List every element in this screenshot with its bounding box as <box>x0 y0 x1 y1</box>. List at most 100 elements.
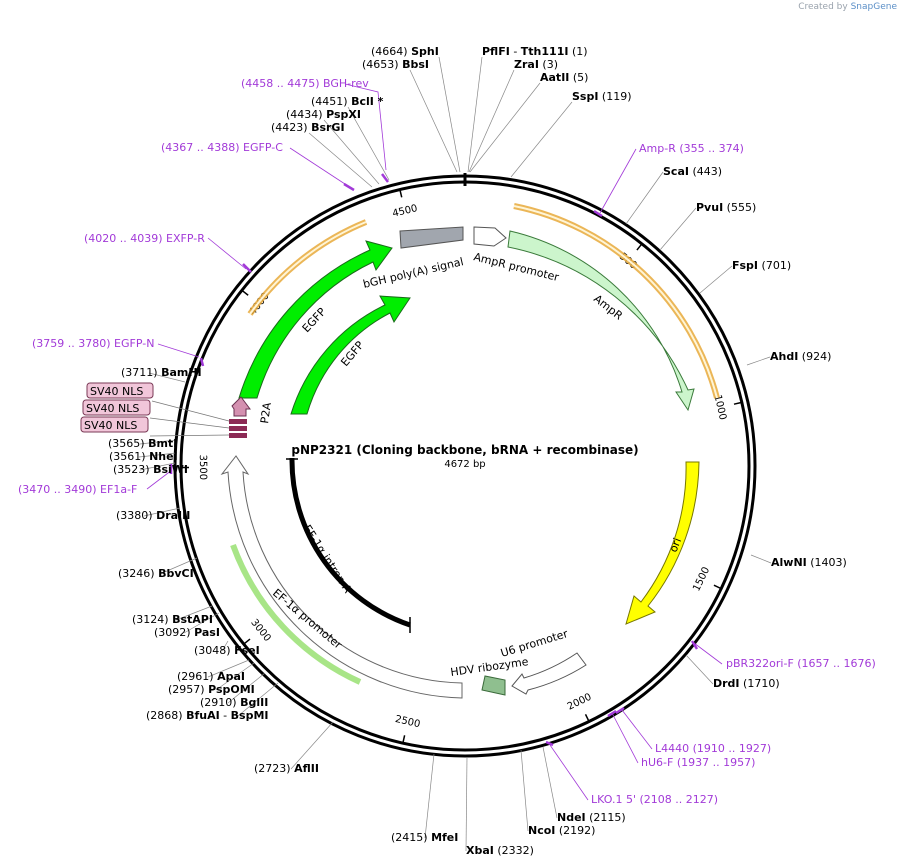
primer-site-lko-1-5 <box>545 740 554 747</box>
nls-label-2: SV40 NLS <box>86 402 139 415</box>
tick-1500 <box>713 584 722 590</box>
ampr-orf-highlight <box>513 203 720 399</box>
enzyme-site-line-pasi <box>183 612 220 634</box>
enzyme-site-scai: ScaI (443) <box>663 165 722 178</box>
enzyme-site-bcli: (4451) BclI * <box>311 95 384 108</box>
primer-leader-hu6-f <box>611 712 639 764</box>
tick-label-4500: 4500 <box>391 203 418 220</box>
enzyme-site-line-bamhi <box>148 372 186 383</box>
primer-exfp-r: (4020 .. 4039) EXFP-R <box>84 232 205 245</box>
enzyme-site-ndei: NdeI (2115) <box>557 811 626 824</box>
enzyme-site-line-bstapi <box>175 605 213 621</box>
plasmid-name: pNP2321 (Cloning backbone, bRNA + recomb… <box>291 443 638 457</box>
egfp-outer-feature <box>238 240 393 399</box>
primer-leader-exfp-r <box>207 237 247 270</box>
enzyme-site-line-pspxi <box>323 119 380 185</box>
ori-feature <box>625 461 700 625</box>
primer-leader-lko-1-5 <box>549 744 589 801</box>
nls-leader-1 <box>151 400 230 422</box>
ampr-orf-core <box>513 205 718 399</box>
enzyme-site-bsiwi: (3523) BsiWI <box>113 463 188 476</box>
enzyme-site-drdi: DrdI (1710) <box>713 677 780 690</box>
bgh-polya-feature <box>399 226 464 249</box>
nls-bar-1 <box>229 419 247 424</box>
nls-leader-3 <box>149 434 230 437</box>
enzyme-site-draiii: (3380) DraIII <box>116 509 190 522</box>
enzyme-site-alwni: AlwNI (1403) <box>771 556 847 569</box>
enzyme-site-line-bfuai <box>237 682 279 717</box>
enzyme-site-aatii: AatII (5) <box>540 71 588 84</box>
enzyme-site-pflfi: PflFI - Tth111I (1) <box>482 45 588 58</box>
p2a-feature <box>231 396 251 417</box>
enzyme-site-line-alwni <box>750 554 772 564</box>
primer-lko-1-5: LKO.1 5' (2108 .. 2127) <box>591 793 718 806</box>
enzyme-site-mfei: (2415) MfeI <box>391 831 458 844</box>
enzyme-site-line-fspi <box>699 265 733 294</box>
primer-site-amp-r <box>593 209 603 218</box>
ef1a-promoter-highlight <box>230 543 362 685</box>
tick-label-1500: 1500 <box>691 565 712 593</box>
tick-1000 <box>733 401 742 405</box>
primer-site-bgh-rev <box>381 173 389 183</box>
enzyme-site-line-pspomi <box>215 662 255 691</box>
enzyme-site-line-bsiwi <box>139 462 176 471</box>
enzyme-site-xbai: XbaI (2332) <box>466 844 534 857</box>
enzyme-site-pspomi: (2957) PspOMI <box>168 683 255 696</box>
egfp-orf-core <box>249 221 367 315</box>
enzyme-site-bbsi: (4653) BbsI <box>362 58 429 71</box>
primer-leader-pbr322ori-f <box>693 642 723 665</box>
ef1a-intron-label: EF-1α intron A <box>300 523 354 596</box>
snapgene-brand: SnapGene <box>850 2 897 12</box>
primer-bgh-rev: (4458 .. 4475) BGH-rev <box>241 77 369 90</box>
nls-box-2 <box>82 399 151 416</box>
enzyme-site-bbvci: (3246) BbvCI <box>118 567 194 580</box>
enzyme-site-pasi: (3092) PasI <box>154 626 220 639</box>
tick-500 <box>636 243 643 251</box>
primer-l4440: L4440 (1910 .. 1927) <box>655 742 771 755</box>
snapgene-credit: Created by SnapGene <box>798 2 897 12</box>
enzyme-site-line-sspi <box>510 101 573 178</box>
primer-egfp-n: (3759 .. 3780) EGFP-N <box>32 337 154 350</box>
enzyme-site-line-fsei <box>221 640 229 652</box>
enzyme-site-line-aflii <box>290 721 334 770</box>
enzyme-site-line-nhei <box>138 452 177 458</box>
tick-label-3500: 3500 <box>197 455 208 481</box>
primer-site-pbr322ori-f <box>690 640 699 650</box>
enzyme-site-bfuai: (2868) BfuAI - BspMI <box>146 709 269 722</box>
hdv-ribozyme-label: HDV ribozyme <box>450 655 530 679</box>
enzyme-site-zrai: ZraI (3) <box>514 58 558 71</box>
primer-site-egfp-n <box>199 357 205 367</box>
nls-leader-2 <box>149 417 230 429</box>
enzyme-site-line-aatii <box>469 82 541 173</box>
enzyme-site-line-apai <box>207 659 250 678</box>
enzyme-site-line-ndei <box>542 746 558 819</box>
enzyme-site-line-ahdi <box>746 356 771 366</box>
enzyme-site-bamhi: (3711) BamHI <box>121 366 202 379</box>
enzyme-site-ncoi: NcoI (2192) <box>528 824 595 837</box>
ef1a-intron-feature <box>289 457 411 628</box>
enzyme-site-fspi: FspI (701) <box>732 259 791 272</box>
primer-site-exfp-r <box>242 263 252 273</box>
enzyme-site-bglii: (2910) BglII <box>200 696 268 709</box>
enzyme-site-nhei: (3561) NheI <box>109 450 178 463</box>
nls-bar-2 <box>229 426 247 431</box>
plasmid-length: 4672 bp <box>444 459 485 470</box>
primer-leader-ef1a-f <box>146 469 173 490</box>
enzyme-site-pspxi: (4434) PspXI <box>286 108 361 121</box>
primer-site-l4440 <box>615 706 625 715</box>
tick-2500 <box>402 735 406 744</box>
egfp-inner-feature <box>290 295 411 415</box>
enzyme-site-line-scai <box>625 171 664 225</box>
enzyme-site-line-draiii <box>143 507 181 517</box>
primer-leader-bgh-rev <box>344 83 387 171</box>
ef1a-promoter-label: EF-1α promoter <box>270 586 345 652</box>
enzyme-site-line-bsrgi <box>308 132 373 188</box>
primer-leader-egfp-c <box>289 147 349 187</box>
primer-amp-r: Amp-R (355 .. 374) <box>639 142 744 155</box>
tick-label-2500: 2500 <box>394 714 421 730</box>
primer-site-egfp-c <box>343 182 355 192</box>
enzyme-site-line-drdi <box>685 654 714 685</box>
ori-label: ori <box>667 536 684 554</box>
nls-label-1: SV40 NLS <box>90 385 143 398</box>
